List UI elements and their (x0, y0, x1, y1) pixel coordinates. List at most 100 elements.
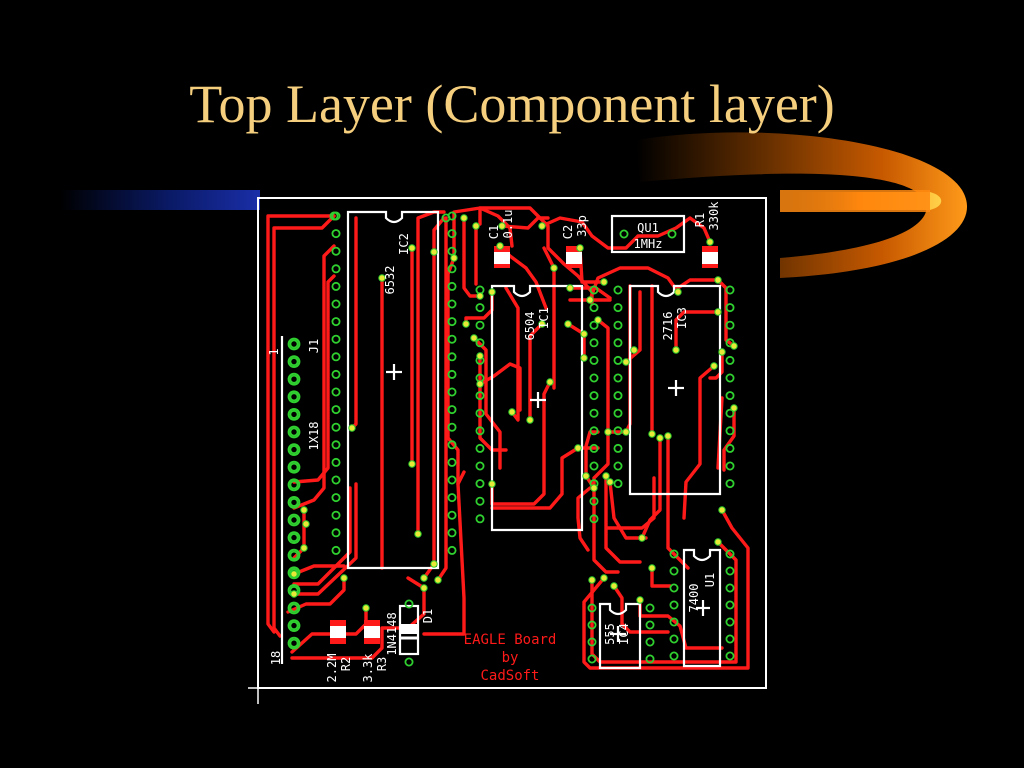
ic2-right-pad (447, 475, 457, 485)
via (348, 424, 356, 432)
via (450, 254, 458, 262)
ic3-right-pad (725, 391, 735, 401)
j1-pad-hole (289, 427, 299, 437)
ic2-left-pad (331, 545, 341, 555)
ic1-left-pad (475, 408, 485, 418)
via (414, 530, 422, 538)
ic3-left-pad (613, 443, 623, 453)
u1-right-pad (725, 583, 735, 593)
j1-pad (287, 548, 301, 562)
j1-pad-hole (289, 603, 299, 613)
misc-pad (329, 211, 339, 221)
ic1-left-pad (475, 496, 485, 506)
ic3-right-pad (725, 461, 735, 471)
via (672, 346, 680, 354)
ic2-left-pad (331, 510, 341, 520)
ic2-left-pad (331, 457, 341, 467)
via (526, 416, 534, 424)
j1-pad (287, 636, 301, 650)
pads (287, 211, 735, 667)
j1-pad (287, 337, 301, 351)
via (602, 472, 610, 480)
ic2-name-label: IC2 (397, 233, 411, 255)
via (488, 288, 496, 296)
via (564, 320, 572, 328)
ic2-right-pad (447, 246, 457, 256)
ic1-left-pad (475, 443, 485, 453)
ic2-left-pad (331, 440, 341, 450)
d1-name-label: D1 (421, 609, 435, 623)
u1-left-pad (669, 617, 679, 627)
ic3-right-pad (725, 426, 735, 436)
ic2-right-pad (447, 528, 457, 538)
ic3-right-pad (725, 285, 735, 295)
ic3-left-pad (613, 461, 623, 471)
via (574, 444, 582, 452)
via (460, 214, 468, 222)
via (430, 560, 438, 568)
misc-pad (441, 213, 451, 223)
j1-pad-hole (289, 445, 299, 455)
via (546, 378, 554, 386)
via (566, 284, 574, 292)
via (582, 472, 590, 480)
ic4-right-pad (645, 654, 655, 664)
comet-decoration (636, 132, 968, 278)
j1-first-pin-label: 1 (267, 348, 281, 355)
j1-pad-hole (289, 392, 299, 402)
via (580, 330, 588, 338)
ic2-right-pad (447, 387, 457, 397)
via (600, 574, 608, 582)
comet-orange-band (780, 190, 930, 212)
blue-bar-decoration (60, 190, 260, 210)
ic3-left-pad (613, 320, 623, 330)
j1-pad (287, 390, 301, 404)
ic3-right-pad (725, 303, 735, 313)
credit-line-1: EAGLE Board (464, 632, 557, 648)
j1-pad (287, 408, 301, 421)
ic2-left-pad (331, 528, 341, 538)
via (648, 564, 656, 572)
j1-pad-hole (289, 515, 299, 525)
via (420, 574, 428, 582)
ic1-right-pad (589, 303, 599, 313)
d1-pad (404, 657, 414, 667)
j1-pad (287, 478, 301, 492)
ic3-right-pad (725, 320, 735, 330)
ic1-right-pad (589, 355, 599, 365)
ic1-right-pad (589, 338, 599, 348)
ic3-left-pad (613, 408, 623, 418)
u1-name-label: U1 (703, 573, 717, 587)
via (622, 428, 630, 436)
ic2-right-pad (447, 334, 457, 344)
via (538, 222, 546, 230)
u1-left-pad (669, 549, 679, 559)
via (594, 316, 602, 324)
via (648, 430, 656, 438)
u1-right-pad (725, 600, 735, 610)
ic4-value-label: 555 (603, 623, 617, 645)
smd-pads (330, 246, 718, 644)
via (408, 460, 416, 468)
ic3-right-pad (725, 443, 735, 453)
u1-outline (682, 548, 722, 668)
via (636, 596, 644, 604)
ic3-right-pad (725, 355, 735, 365)
vias (290, 214, 738, 612)
ic3-value-label: 2716 (661, 312, 675, 341)
silkscreen (280, 210, 722, 670)
j1-pad-hole (289, 462, 299, 472)
via (586, 296, 594, 304)
via (664, 432, 672, 440)
via (710, 362, 718, 370)
ic2-left-pad (331, 281, 341, 291)
ic3-left-pad (613, 338, 623, 348)
via (476, 352, 484, 360)
ic2-left-pad (331, 387, 341, 397)
via (340, 574, 348, 582)
via (714, 308, 722, 316)
ic3-left-pad (613, 355, 623, 365)
u1-left-pad (669, 634, 679, 644)
via (430, 248, 438, 256)
ic2-right-pad (447, 369, 457, 379)
